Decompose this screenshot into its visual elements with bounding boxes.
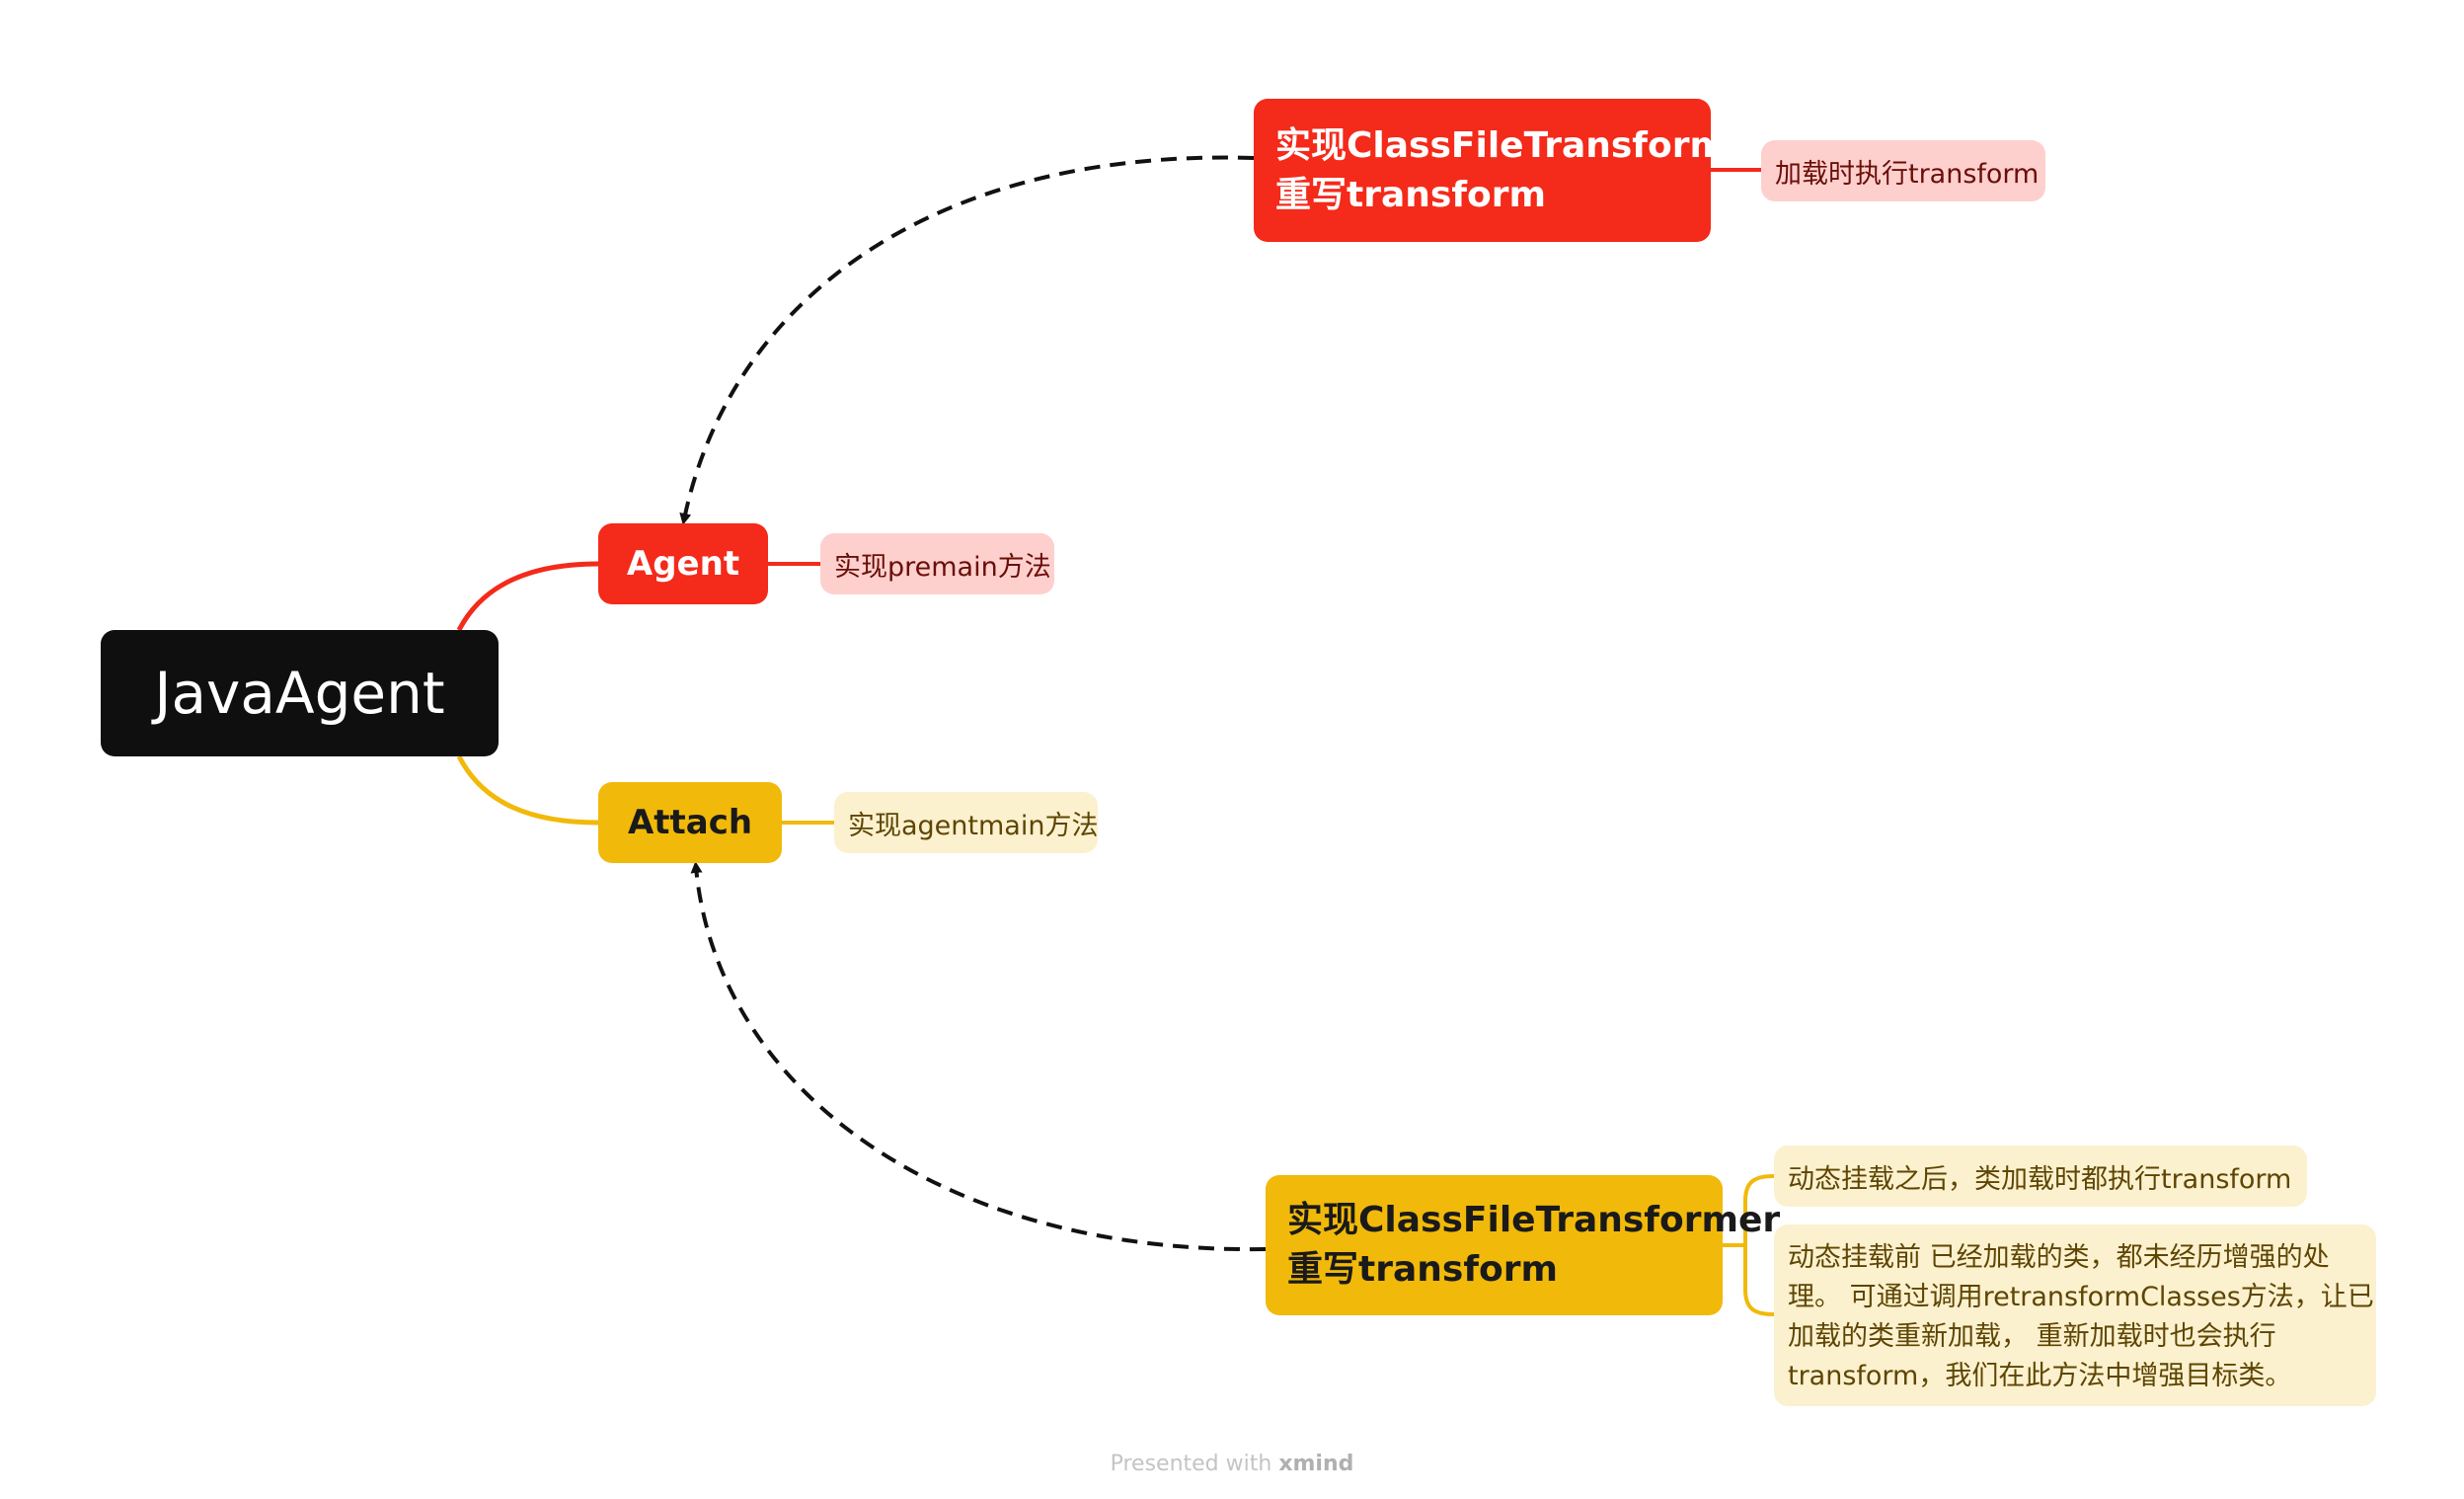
subtopic-agentmain-label: 实现agentmain方法 <box>848 810 1099 841</box>
floating-topic-line1: 实现ClassFileTransformer <box>1275 124 1769 166</box>
footer-prefix: Presented with <box>1110 1452 1272 1476</box>
subtopic-premain[interactable]: 实现premain方法 <box>820 533 1054 594</box>
floating-topic-line1: 实现ClassFileTransformer <box>1287 1200 1781 1240</box>
footer-brand: xmind <box>1278 1452 1354 1476</box>
subtopic-agentmain[interactable]: 实现agentmain方法 <box>834 792 1098 853</box>
yellow-topic-to-attach-arrow <box>690 861 1267 1252</box>
note-line-3: 加载的类重新加载， 重新加载时也会执行 <box>1788 1321 2276 1352</box>
root-topic-label: JavaAgent <box>154 660 445 727</box>
footer-credit: Presented with xmind <box>0 1452 2464 1476</box>
floating-topic-line2: 重写transform <box>1287 1249 1558 1290</box>
root-topic-javaagent[interactable]: JavaAgent <box>101 630 499 756</box>
topic-attach-label: Attach <box>627 803 753 842</box>
topic-attach[interactable]: Attach <box>598 782 782 863</box>
note-line-1: 动态挂载前 已经加载的类，都未经历增强的处 <box>1788 1242 2330 1273</box>
subtopic-load-time-transform[interactable]: 加载时执行transform <box>1761 140 2045 201</box>
floating-topic-line2: 重写transform <box>1275 174 1546 215</box>
floating-topic-transformer-agent[interactable]: 实现ClassFileTransformer 重写transform <box>1254 99 1768 242</box>
subtopic-load-time-label: 加载时执行transform <box>1775 158 2040 190</box>
topic-agent[interactable]: Agent <box>598 523 768 604</box>
subtopic-before-attach[interactable]: 动态挂载前 已经加载的类，都未经历增强的处 理。 可通过调用retransfor… <box>1774 1224 2376 1406</box>
subtopic-premain-label: 实现premain方法 <box>834 551 1051 583</box>
note-line-2: 理。 可通过调用retransformClasses方法，让已 <box>1788 1282 2374 1312</box>
subtopic-after-attach[interactable]: 动态挂载之后，类加载时都执行transform <box>1774 1145 2307 1207</box>
subtopic-after-attach-label: 动态挂载之后，类加载时都执行transform <box>1788 1163 2292 1195</box>
red-topic-to-agent-arrow <box>679 155 1255 525</box>
yellow-topic-to-notes-connector <box>1723 1174 1775 1316</box>
root-to-agent-connector <box>456 561 599 632</box>
floating-topic-transformer-attach[interactable]: 实现ClassFileTransformer 重写transform <box>1266 1175 1780 1315</box>
root-to-attach-connector <box>456 754 599 826</box>
note-line-4: transform，我们在此方法中增强目标类。 <box>1788 1361 2292 1391</box>
topic-agent-label: Agent <box>626 544 740 584</box>
